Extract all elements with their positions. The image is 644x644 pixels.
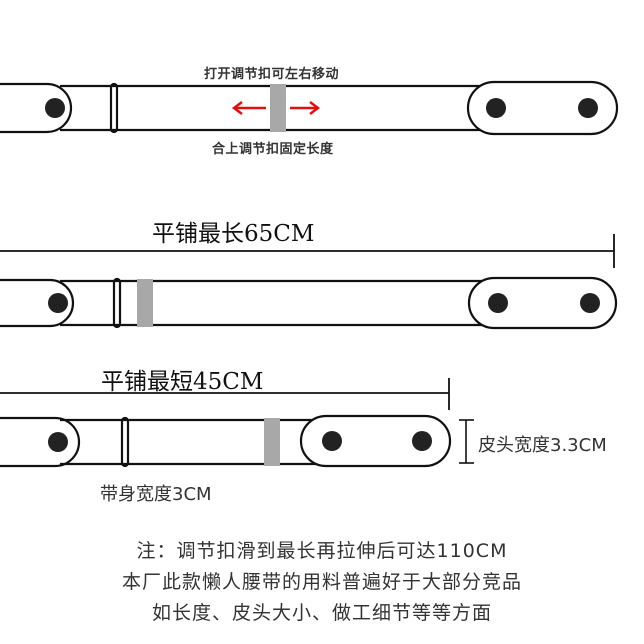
dimension-line-longest: [0, 234, 615, 268]
head-width-dimension: [459, 419, 474, 464]
label-head-width: 皮头宽度3.3CM: [478, 435, 607, 456]
belt-head: [466, 80, 619, 136]
hole-icon: [578, 98, 598, 118]
buckle-slider: [137, 279, 153, 327]
hole-icon: [580, 293, 600, 313]
note-line-3: 如长度、皮头大小、做工细节等等方面: [151, 602, 492, 624]
hole-icon: [45, 98, 65, 118]
buckle-slider: [264, 418, 280, 466]
label-body-width: 带身宽度3CM: [100, 484, 212, 505]
hole-icon: [48, 432, 68, 452]
hole-icon: [412, 431, 432, 451]
belt-left-tip: [0, 82, 73, 134]
belt-longest-drawing: [0, 276, 618, 330]
label-close-buckle: 合上调节扣固定长度: [212, 142, 334, 157]
hole-icon: [48, 293, 68, 313]
label-open-buckle: 打开调节扣可左右移动: [204, 67, 340, 82]
hole-icon: [488, 293, 508, 313]
hole-icon: [322, 431, 342, 451]
label-shortest: 平铺最短45CM: [101, 369, 264, 395]
left-right-arrow-icon: [231, 101, 321, 115]
dimension-line-shortest: [0, 378, 450, 410]
buckle-slider: [270, 84, 286, 132]
belt-shortest-drawing: [0, 414, 452, 468]
note-line-1: 注：调节扣滑到最长再拉伸后可达110CM: [136, 540, 508, 562]
belt-loop: [109, 82, 119, 134]
hole-icon: [486, 98, 506, 118]
note-line-2: 本厂此款懒人腰带的用料普遍好于大部分竞品: [121, 571, 522, 593]
label-longest: 平铺最长65CM: [152, 221, 315, 247]
